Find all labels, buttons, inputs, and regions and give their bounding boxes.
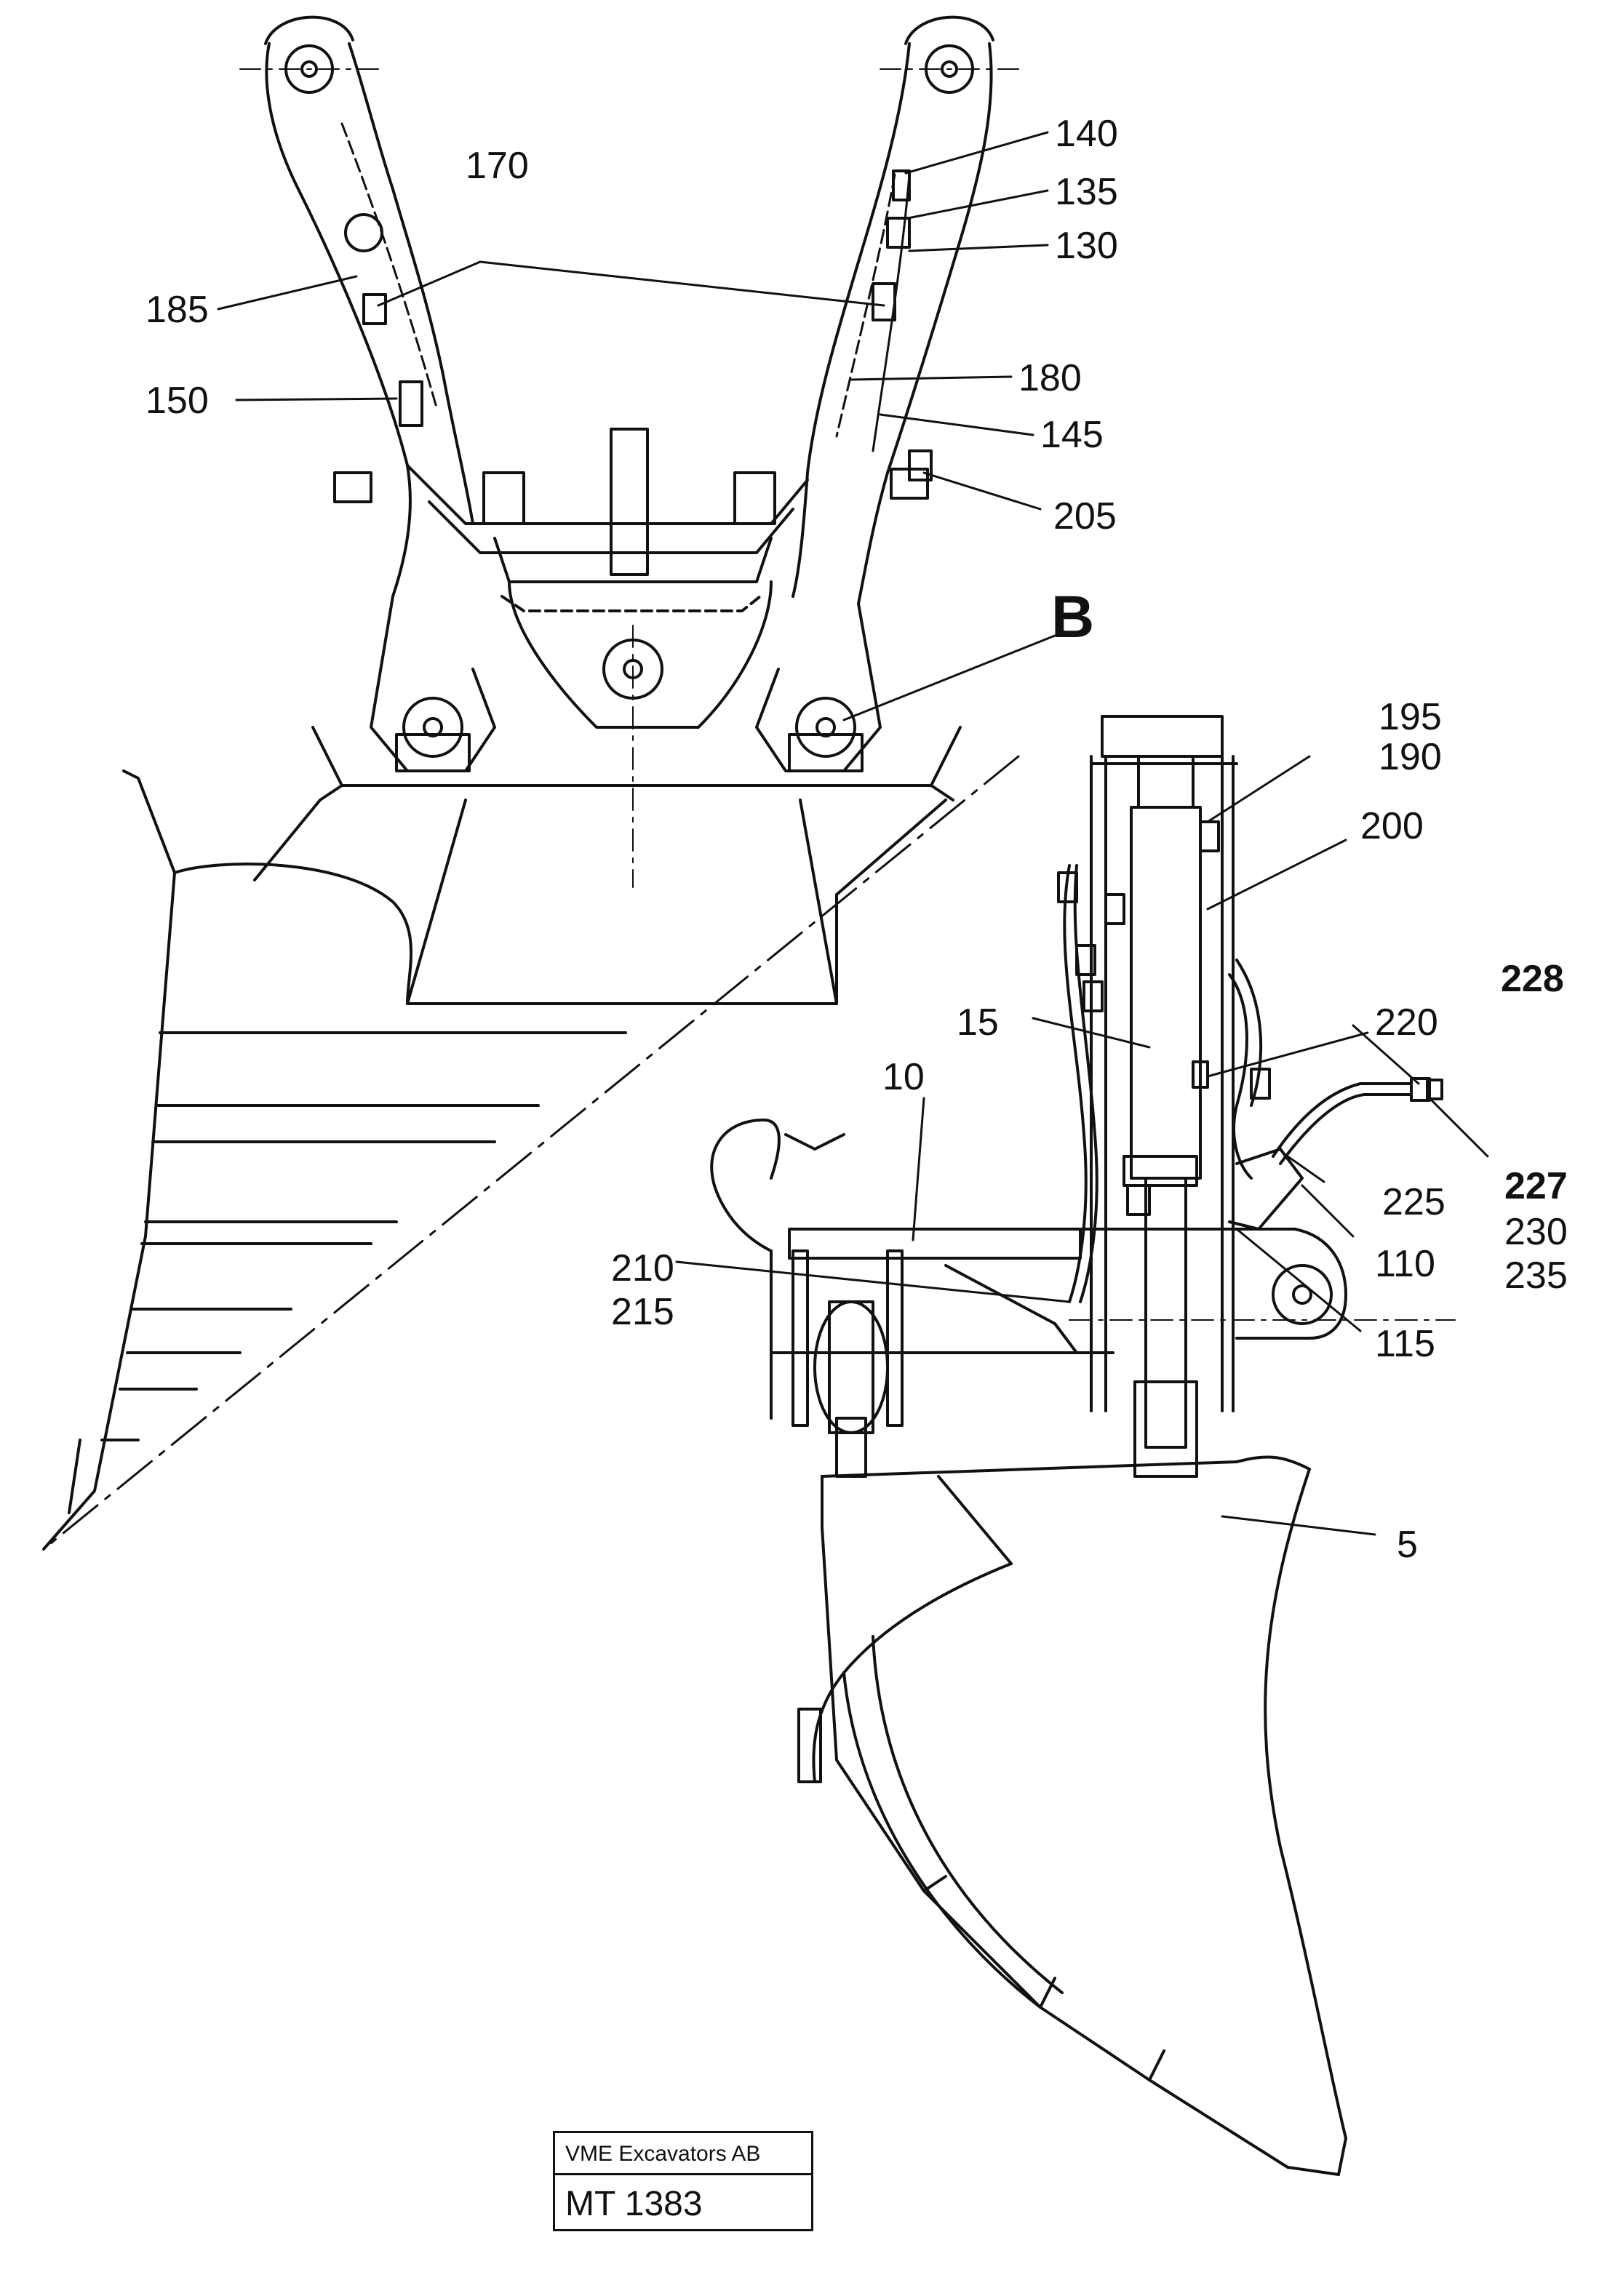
bucket-plan-view: [42, 755, 1020, 1551]
callout-235: 235: [1504, 1255, 1568, 1297]
company-name: VME Excavators AB: [555, 2133, 811, 2175]
callout-15: 15: [957, 1001, 999, 1044]
callout-180: 180: [1018, 357, 1082, 399]
callout-145: 145: [1040, 414, 1104, 456]
callout-205: 205: [1053, 495, 1117, 537]
callout-227: 227: [1504, 1165, 1568, 1207]
callout-170: 170: [466, 145, 529, 187]
callout-225: 225: [1382, 1181, 1446, 1223]
callout-228: 228: [1501, 958, 1564, 1000]
callout-b: B: [1051, 584, 1095, 650]
callout-10: 10: [882, 1056, 925, 1098]
callout-195: 195: [1379, 696, 1442, 738]
document-number: MT 1383: [565, 2185, 703, 2223]
title-block: VME Excavators AB MT 1383: [553, 2131, 813, 2231]
callout-140: 140: [1055, 113, 1118, 155]
callout-115: 115: [1375, 1323, 1435, 1365]
callout-5: 5: [1397, 1524, 1418, 1566]
callout-200: 200: [1360, 805, 1424, 847]
callout-130: 130: [1055, 225, 1118, 267]
callout-150: 150: [145, 380, 209, 422]
side-view: [710, 715, 1456, 2176]
callout-215: 215: [611, 1291, 674, 1333]
callout-220: 220: [1375, 1001, 1438, 1044]
coupler-top-view: [239, 15, 1019, 888]
callout-210: 210: [611, 1247, 674, 1289]
callout-230: 230: [1504, 1211, 1568, 1253]
leader-lines: [217, 131, 1489, 1536]
callout-185: 185: [145, 289, 209, 331]
callout-110: 110: [1375, 1243, 1435, 1285]
callout-135: 135: [1055, 171, 1118, 213]
callout-190: 190: [1379, 736, 1442, 778]
